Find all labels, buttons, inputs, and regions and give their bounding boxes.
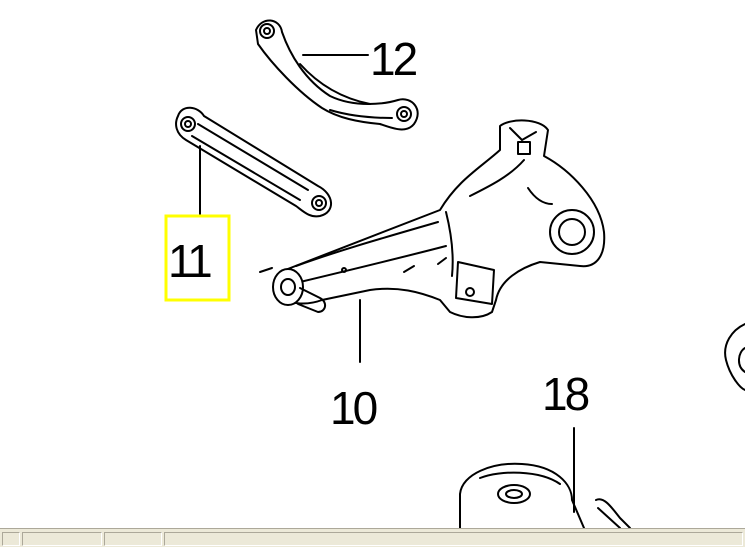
callout-11[interactable]: 11 bbox=[168, 235, 214, 287]
status-pane-2 bbox=[22, 532, 102, 546]
status-pane-3 bbox=[104, 532, 162, 546]
partial-part-right-edge[interactable] bbox=[724, 323, 745, 391]
diagram-viewport[interactable]: 12 11 10 18 bbox=[0, 0, 745, 528]
part-10-trailing-arm[interactable] bbox=[259, 119, 606, 319]
callout-10[interactable]: 10 bbox=[330, 382, 380, 434]
status-pane-4 bbox=[164, 532, 743, 546]
parts-diagram: 12 11 10 18 bbox=[164, 19, 745, 528]
part-11-lateral-link[interactable] bbox=[175, 106, 332, 218]
status-bar bbox=[0, 528, 745, 547]
status-pane-1 bbox=[2, 532, 20, 546]
callout-18[interactable]: 18 bbox=[542, 368, 592, 420]
selection-highlight-box bbox=[164, 214, 231, 302]
part-18-mount[interactable] bbox=[459, 462, 631, 528]
part-12-upper-arm[interactable] bbox=[255, 19, 419, 131]
callout-12[interactable]: 12 bbox=[370, 33, 420, 85]
